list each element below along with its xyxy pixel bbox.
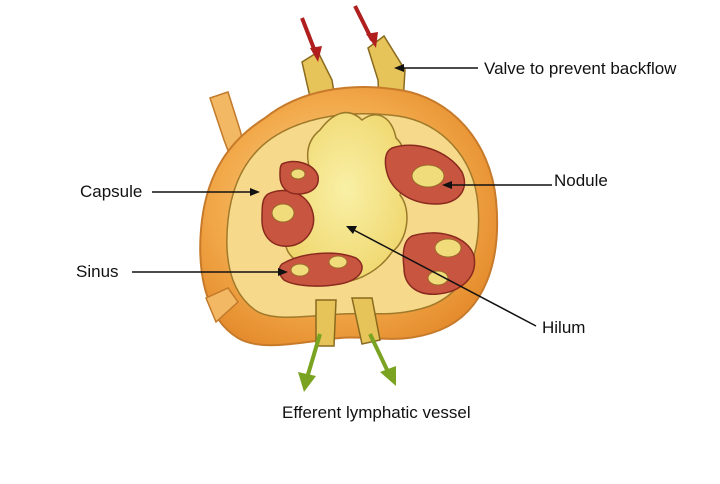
label-hilum: Hilum: [542, 318, 585, 337]
efferent-arrows: [298, 333, 396, 392]
label-valve: Valve to prevent backflow: [484, 59, 677, 78]
label-sinus: Sinus: [76, 262, 119, 281]
afferent-arrows: [300, 5, 378, 62]
nodules: [261, 144, 476, 295]
label-efferent: Efferent lymphatic vessel: [282, 403, 471, 422]
label-nodule: Nodule: [554, 171, 608, 190]
efferent-vessels: [205, 287, 381, 347]
label-capsule: Capsule: [80, 182, 142, 201]
leader-lines: [132, 64, 552, 327]
